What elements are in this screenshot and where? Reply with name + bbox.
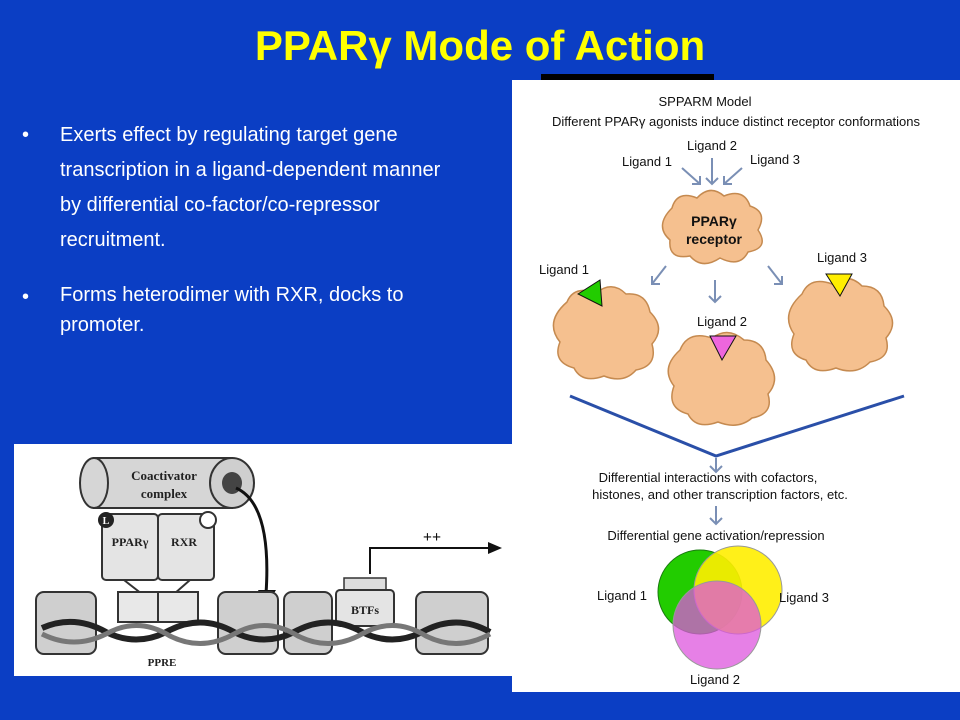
conformation-ligand-1 bbox=[552, 279, 660, 380]
dna-panel: Coactivator complex L PPARγ RXR bbox=[14, 444, 512, 676]
split-arrows bbox=[651, 265, 783, 304]
spparm-panel: SPPARM Model Different PPARγ agonists in… bbox=[512, 80, 960, 692]
bullet-list: • Exerts effect by regulating target gen… bbox=[22, 118, 462, 362]
coactivator-label-line2: complex bbox=[141, 486, 188, 501]
top-ligand-1-label: Ligand 1 bbox=[622, 154, 672, 169]
down-arrow-2 bbox=[709, 506, 723, 526]
nucleosome-strand bbox=[35, 591, 492, 655]
coactivator-label-line1: Coactivator bbox=[131, 468, 197, 483]
ligand-badge: L bbox=[103, 516, 110, 527]
venn-ligand-1-label: Ligand 1 bbox=[597, 588, 647, 603]
ppar-label: PPARγ bbox=[112, 535, 149, 549]
input-arrows bbox=[681, 158, 743, 186]
coactivator-cylinder bbox=[79, 457, 255, 509]
left-ligand-1-label: Ligand 1 bbox=[539, 262, 589, 277]
ppar-rxr-heterodimer bbox=[98, 511, 217, 581]
slide-title: PPARγ Mode of Action bbox=[254, 22, 706, 69]
btfs-label: BTFs bbox=[351, 603, 379, 617]
interactions-line2: histones, and other transcription factor… bbox=[592, 487, 848, 502]
rxr-label: RXR bbox=[171, 535, 197, 549]
bullet-text: Forms heterodimer with RXR, docks to pro… bbox=[60, 284, 404, 336]
receptor-label-line2: receptor bbox=[686, 231, 743, 247]
bullet-mark: • bbox=[22, 124, 30, 146]
bullet-mark: • bbox=[22, 286, 30, 308]
spparm-diagram: SPPARM Model Different PPARγ agonists in… bbox=[539, 94, 921, 687]
bullet-item-1: • Exerts effect by regulating target gen… bbox=[22, 118, 462, 258]
receptor-shape bbox=[661, 189, 763, 265]
activation-label: Differential gene activation/repression bbox=[607, 528, 824, 543]
btf-stack bbox=[335, 577, 395, 627]
top-ligand-3-label: Ligand 3 bbox=[750, 152, 800, 167]
bullet-item-2: • Forms heterodimer with RXR, docks to p… bbox=[22, 280, 462, 340]
down-arrow-1 bbox=[709, 458, 723, 474]
dna-diagram: Coactivator complex L PPARγ RXR bbox=[35, 457, 502, 669]
spparm-subheading: Different PPARγ agonists induce distinct… bbox=[552, 114, 921, 129]
venn-ligand-3-label: Ligand 3 bbox=[779, 590, 829, 605]
ppre-cylinders bbox=[117, 591, 199, 623]
interactions-line1: Differential interactions with cofactors… bbox=[599, 470, 818, 485]
spparm-heading: SPPARM Model bbox=[659, 94, 752, 109]
transcription-arrow bbox=[369, 542, 502, 574]
convergence-lines bbox=[569, 394, 905, 458]
plus-label: ++ bbox=[423, 529, 441, 546]
bullet-text: Exerts effect by regulating target gene … bbox=[60, 124, 441, 251]
venn-circle-ligand-2 bbox=[672, 580, 762, 670]
image-border-strip bbox=[541, 74, 714, 82]
conformation-ligand-2 bbox=[667, 331, 776, 426]
conformation-ligand-3 bbox=[787, 273, 894, 372]
venn-diagram bbox=[657, 545, 783, 670]
right-ligand-3-label: Ligand 3 bbox=[817, 250, 867, 265]
receptor-label-line1: PPARγ bbox=[691, 213, 737, 229]
ppre-label: PPRE bbox=[148, 657, 177, 669]
top-ligand-2-label: Ligand 2 bbox=[687, 138, 737, 153]
middle-ligand-2-label: Ligand 2 bbox=[697, 314, 747, 329]
venn-ligand-2-label: Ligand 2 bbox=[690, 672, 740, 687]
